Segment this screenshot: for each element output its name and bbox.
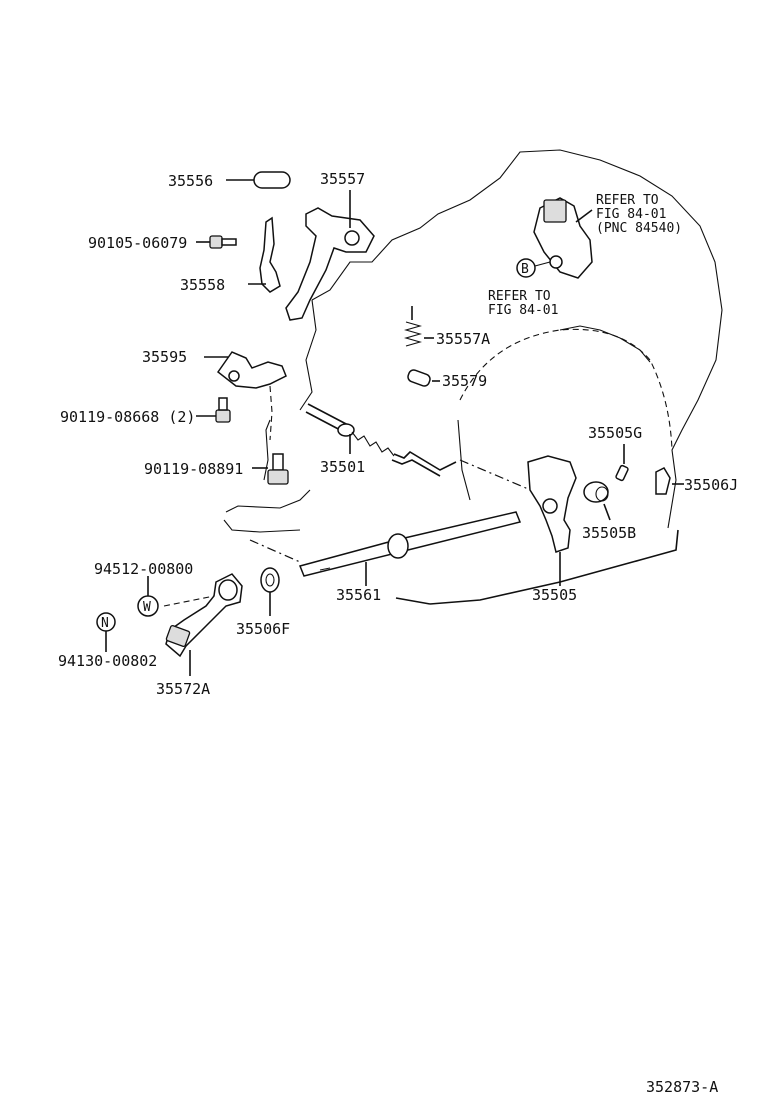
label-35579: 35579 bbox=[442, 372, 487, 390]
part-35579-pin: 35579 bbox=[407, 369, 487, 390]
label-35506F: 35506F bbox=[236, 620, 290, 638]
symbol-n-group: N 94130-00802 bbox=[58, 612, 157, 670]
symbol-b: B bbox=[521, 262, 529, 277]
symbol-n: N bbox=[101, 616, 109, 631]
part-35558-spring: 35558 bbox=[180, 216, 281, 294]
label-90119-08891: 90119-08891 bbox=[144, 460, 243, 478]
label-35506J: 35506J bbox=[684, 476, 738, 494]
transmission-housing-outline bbox=[223, 149, 723, 605]
part-35557-lever: 35557 bbox=[285, 170, 375, 321]
label-35557A: 35557A bbox=[436, 330, 490, 348]
label-35595: 35595 bbox=[142, 348, 187, 366]
part-35572A-lever: 35572A bbox=[156, 573, 243, 698]
part-90119-08891-bolt: 90119-08891 bbox=[144, 453, 289, 485]
label-35556: 35556 bbox=[168, 172, 213, 190]
part-35505B-bushing: 35505B bbox=[582, 481, 636, 542]
label-94512-00800: 94512-00800 bbox=[94, 560, 193, 578]
part-35557A-spring: 35557A bbox=[403, 306, 490, 348]
part-35595-bracket: 35595 bbox=[142, 348, 287, 441]
label-35557: 35557 bbox=[320, 170, 365, 188]
symbol-w: W bbox=[143, 600, 151, 615]
part-35501-rod: 35501 bbox=[305, 403, 457, 477]
part-35505-lever: 35505 bbox=[527, 455, 577, 604]
refer1-line3: (PNC 84540) bbox=[596, 221, 682, 236]
label-35505: 35505 bbox=[532, 586, 577, 604]
part-35506J-clip: 35506J bbox=[655, 467, 738, 495]
refer2-line1: REFER TO bbox=[488, 289, 551, 304]
part-35561-shaft: 35561 bbox=[298, 511, 522, 605]
label-35572A: 35572A bbox=[156, 680, 210, 698]
part-90105-06079-bolt: 90105-06079 bbox=[88, 234, 237, 252]
part-35506F-seal: 35506F bbox=[236, 567, 290, 638]
part-90119-08668-bolt: 90119-08668 (2) bbox=[60, 397, 231, 426]
figure-id: 352873-A bbox=[646, 1078, 718, 1096]
part-35505G-pin: 35505G bbox=[588, 424, 642, 482]
label-90119-08668: 90119-08668 (2) bbox=[60, 408, 195, 426]
symbol-w-group: W 94512-00800 bbox=[94, 560, 193, 617]
label-35558: 35558 bbox=[180, 276, 225, 294]
label-35505G: 35505G bbox=[588, 424, 642, 442]
label-35501: 35501 bbox=[320, 458, 365, 476]
neutral-start-switch: REFER TO FIG 84-01 (PNC 84540) bbox=[533, 193, 682, 279]
refer1-line2: FIG 84-01 bbox=[596, 207, 666, 222]
label-35505B: 35505B bbox=[582, 524, 636, 542]
symbol-b-group: B REFER TO FIG 84-01 bbox=[488, 258, 558, 318]
part-35556-pin: 35556 bbox=[168, 171, 291, 190]
label-35561: 35561 bbox=[336, 586, 381, 604]
label-90105-06079: 90105-06079 bbox=[88, 234, 187, 252]
refer2-line2: FIG 84-01 bbox=[488, 303, 558, 318]
label-94130-00802: 94130-00802 bbox=[58, 652, 157, 670]
refer1-line1: REFER TO bbox=[596, 193, 659, 208]
